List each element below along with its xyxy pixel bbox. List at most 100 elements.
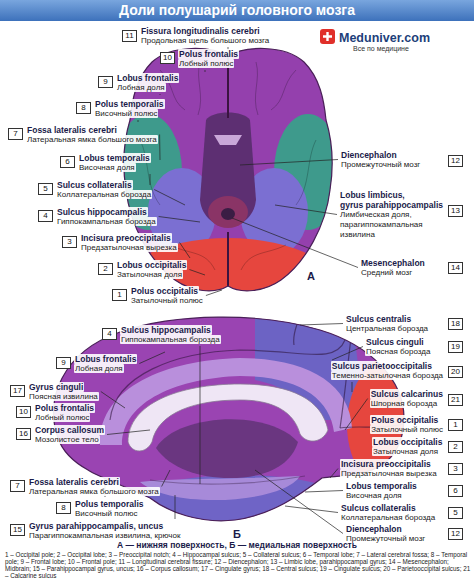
russian-term: Предзатылочная вырезка [80,243,178,252]
logo-square [320,29,335,44]
leader-line [240,160,338,166]
leader-line [206,290,222,296]
leader-line [200,346,201,484]
callout-number: 9 [56,357,71,369]
latin-term: Sulcus collateralis [56,180,133,190]
latin-term: Polus temporalis [94,99,165,109]
russian-term: Лобная доля [116,83,166,92]
leader-line [352,382,353,392]
latin-term: Mesencephalon [360,258,426,268]
russian-term: Лимбическая доля, [339,210,413,219]
latin-term: Sulcus collateralis [340,503,417,513]
callout-number: 3 [62,236,77,248]
callout-number: 2 [98,263,113,275]
optic-chiasm [214,135,242,145]
russian-term: Затылочная доля [116,270,183,279]
leader-line [159,135,160,161]
latin-term: Sulcus hippocampalis [56,207,148,217]
russian-term: Теменно-затылочная борозда [331,371,444,380]
callout-number: 6 [448,485,463,497]
russian-term: Лобный полюс [178,59,234,68]
latin-term: Incisura preoccipitalis [80,233,172,243]
latin-term: Sulcus centralis [345,314,412,324]
panel-letter: А [306,270,316,282]
latin-term: Diencephalon [345,524,403,534]
callout-number: 1 [448,419,463,431]
russian-term: парагиппокампальная [339,220,424,229]
russian-term: Коллатеральная борозда [340,513,436,522]
russian-term: Предзатылочная вырезка [340,469,438,478]
russian-term: Шпорная борозда [370,399,438,408]
callout-number: 10 [16,406,31,418]
latin-term: Lobus frontalis [116,73,179,83]
latin-term: Fossa lateralis cerebri [28,477,120,487]
latin-term: Sulcus hippocampalis [120,325,212,335]
parahippocampal-region [140,476,300,500]
leader-line [107,430,150,435]
russian-term: Мозолистое тело [34,435,100,444]
callout-number: 21 [448,394,463,406]
logo-icon [320,29,335,44]
leader-line [180,243,190,259]
leader-line [150,174,151,185]
leader-line [154,190,185,206]
russian-term: Лобная доля [74,364,124,373]
leader-line [160,94,161,95]
title: Доли полушарий головного мозга [0,2,474,18]
callout-number: 11 [122,30,137,42]
callout-number: 6 [60,156,75,168]
leader-line [101,392,125,409]
callout-number: 15 [10,524,25,536]
callout-number: 5 [448,507,463,519]
latin-term: Lobus occipitalis [372,437,443,447]
russian-term: Парагиппокампальная извилина, крючок [28,531,181,540]
latin-term: Gyrus parahippocampalis, uncus [28,521,164,531]
diencephalon-region [156,419,298,478]
latin-term: Sulcus cinguli [365,337,425,347]
russian-term: Поясная извилина [28,392,99,401]
leader-line [300,324,343,326]
leader-line [139,352,165,364]
callout-number: 18 [448,318,463,330]
leader-line [330,469,338,479]
callout-number: 7 [10,480,25,492]
callout-number: 7 [8,128,23,140]
russian-term: Продольная щель большого мозга [140,36,270,45]
callout-number: 4 [102,328,117,340]
watermark-tagline: Все по медицине [352,45,410,52]
callout-number: 12 [448,155,463,167]
latin-term: Gyrus cinguli [28,382,84,392]
russian-term: Лобный полюс [34,413,90,422]
latin-term: gyrus parahippocampalis [339,200,444,210]
callout-number: 8 [56,502,71,514]
callout-number: 13 [448,205,463,217]
leader-line [138,120,139,122]
callout-number: 20 [448,366,463,378]
english-key: 1 – Occipital pole; 2 – Occipital lobe; … [4,551,472,579]
latin-term: Corpus callosum [34,425,105,435]
latin-term: Sulcus parietooccipitalis [331,361,433,371]
russian-term: Височная доля [78,163,136,172]
latin-term: Fissura longitudinalis cerebri [140,26,261,36]
latin-term: Polus occipitalis [370,415,439,425]
latin-term: Polus frontalis [178,49,239,59]
latin-term: Lobus occipitalis [116,260,187,270]
panel-letter: Б [232,528,242,540]
latin-term: Lobus temporalis [345,481,418,491]
leader-line [285,506,338,513]
latin-term: Incisura preoccipitalis [340,459,432,469]
russian-term: Височный полюс [94,109,158,118]
latin-term: Polus frontalis [34,403,95,413]
callout-number: 16 [16,428,31,440]
latin-term: Lobus temporalis [78,153,151,163]
leader-line [175,495,176,519]
latin-term: Sulcus calcarinus [370,389,444,399]
medial-surface [40,300,463,540]
russian-term: Центральная борозда [345,324,429,333]
logo-cross [323,32,332,41]
leader-line [189,270,205,276]
callout-number: 9 [98,76,113,88]
callout-number: 12 [448,528,463,540]
leader-line [162,470,170,487]
